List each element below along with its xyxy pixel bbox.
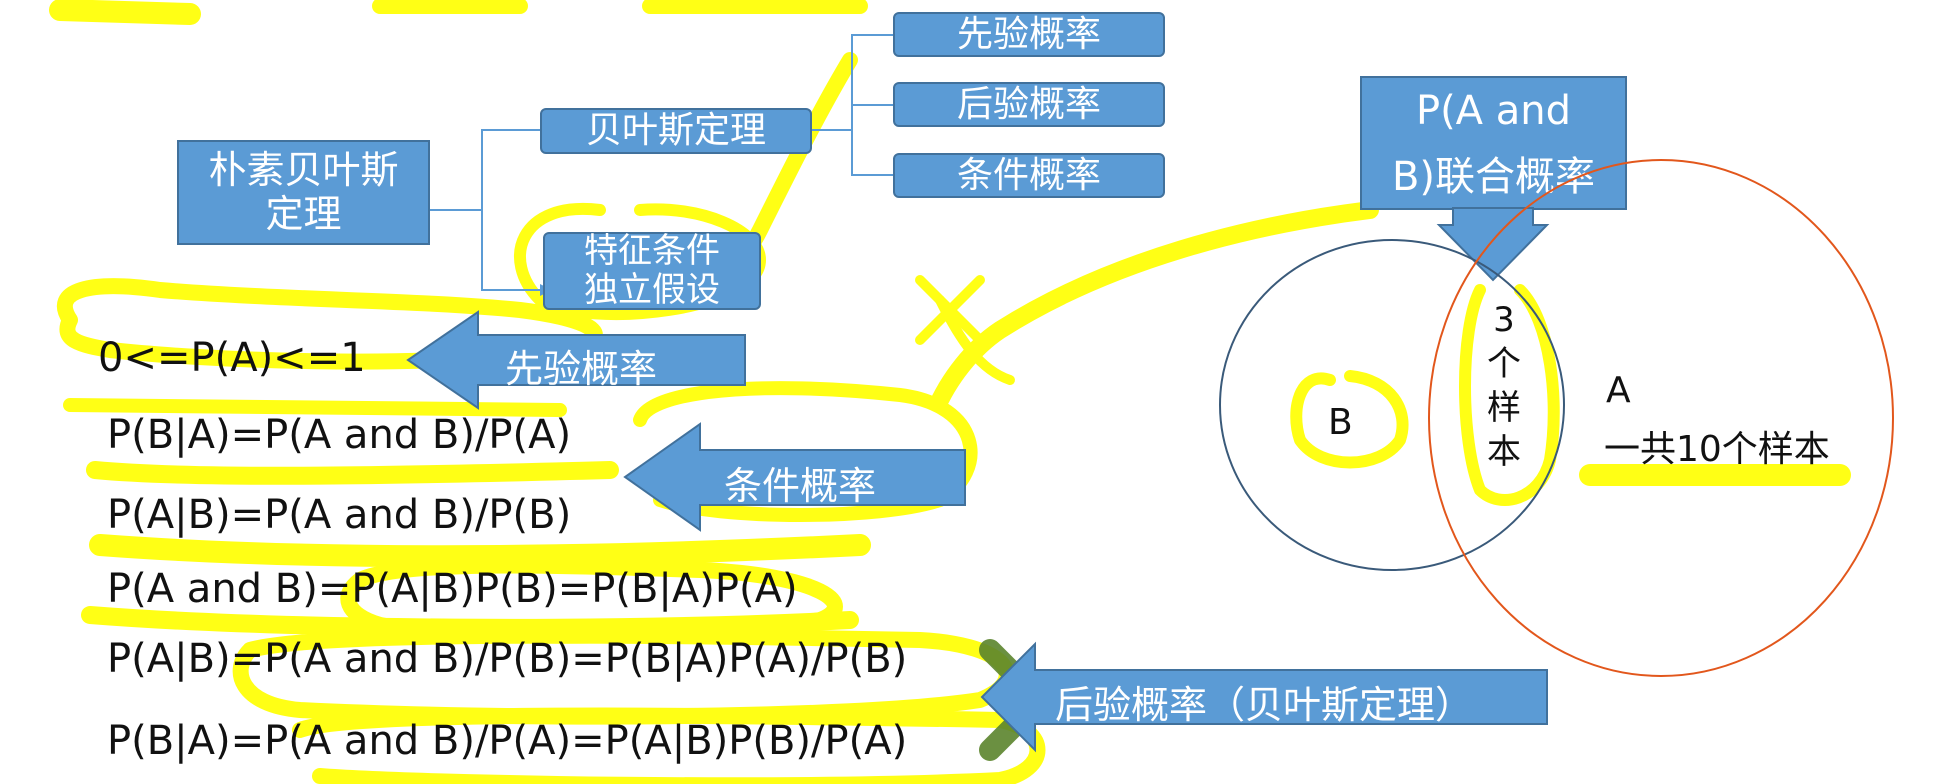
joint-probability-box: P(A and B)联合概率 bbox=[1360, 76, 1627, 210]
assumption-box: 特征条件 独立假设 bbox=[543, 230, 761, 310]
formula-prior-range: 0<=P(A)<=1 bbox=[98, 335, 366, 381]
overlap-char-1: 3 bbox=[1493, 300, 1515, 340]
scribble-loop-assumption bbox=[514, 202, 766, 321]
bayes-box: 贝叶斯定理 bbox=[540, 108, 812, 154]
circle-a bbox=[1428, 159, 1894, 677]
connector-root-split bbox=[430, 129, 540, 291]
root-box: 朴素贝叶斯 定理 bbox=[177, 140, 430, 245]
overlap-char-4: 本 bbox=[1487, 432, 1521, 472]
scribble-under-f2 bbox=[86, 461, 619, 485]
scribble-overlap-loop bbox=[1459, 284, 1560, 506]
joint-line2: B)联合概率 bbox=[1391, 154, 1596, 200]
assumption-line2: 独立假设 bbox=[584, 270, 720, 310]
formula-bayes-a-given-b: P(A|B)=P(A and B)/P(B)=P(B|A)P(A)/P(B) bbox=[107, 636, 908, 682]
posterior-label: 后验概率 bbox=[956, 83, 1101, 125]
conditional-callout-arrow bbox=[623, 422, 966, 532]
posterior-callout-arrow bbox=[980, 641, 1548, 753]
conditional-callout-label: 条件概率 bbox=[724, 464, 877, 508]
venn-a-count: 一共10个样本 bbox=[1604, 429, 1830, 470]
circle-b bbox=[1219, 239, 1565, 571]
prior-label: 先验概率 bbox=[956, 13, 1101, 55]
scribble-to-venn bbox=[931, 201, 1379, 409]
posterior-box: 后验概率 bbox=[893, 82, 1165, 127]
prior-box: 先验概率 bbox=[893, 12, 1165, 57]
scribble-conditional-loop bbox=[633, 381, 978, 522]
overlap-char-2: 个 bbox=[1487, 344, 1521, 384]
overlap-char-3: 样 bbox=[1487, 388, 1521, 428]
bayes-label: 贝叶斯定理 bbox=[585, 110, 766, 152]
joint-down-arrow bbox=[1436, 207, 1550, 282]
scribble-top-left bbox=[49, 0, 201, 25]
venn-a-label: A bbox=[1606, 370, 1631, 411]
scribble-f5-oval bbox=[232, 627, 1015, 725]
formula-bayes-b-given-a: P(B|A)=P(A and B)/P(A)=P(A|B)P(B)/P(A) bbox=[107, 718, 908, 764]
scribble-under-f4 bbox=[81, 606, 859, 637]
scribble-x-mark bbox=[915, 275, 985, 345]
scribble-under-f3 bbox=[89, 534, 871, 568]
formula-conditional-a-given-b: P(A|B)=P(A and B)/P(B) bbox=[107, 492, 572, 538]
formula-conditional-b-given-a: P(B|A)=P(A and B)/P(A) bbox=[107, 412, 572, 458]
assumption-line1: 特征条件 bbox=[584, 230, 720, 271]
formula-joint: P(A and B)=P(A|B)P(B)=P(B|A)P(A) bbox=[107, 566, 798, 612]
root-line2: 定理 bbox=[265, 191, 342, 236]
connector-bayes-split bbox=[812, 34, 893, 176]
venn-b-label: B bbox=[1328, 402, 1353, 443]
conditional-label: 条件概率 bbox=[956, 154, 1101, 196]
scribble-b-loop bbox=[1290, 370, 1409, 469]
joint-line1: P(A and bbox=[1415, 88, 1572, 134]
prior-callout-arrow bbox=[406, 310, 746, 410]
venn-overlap-label: 3 个 样 本 bbox=[1484, 298, 1524, 474]
root-line1: 朴素贝叶斯 bbox=[208, 147, 399, 192]
conditional-box: 条件概率 bbox=[893, 153, 1165, 198]
prior-callout-label: 先验概率 bbox=[505, 347, 658, 391]
posterior-callout-label: 后验概率（贝叶斯定理） bbox=[1055, 683, 1474, 727]
scribble-ellipse-left bbox=[56, 278, 603, 370]
